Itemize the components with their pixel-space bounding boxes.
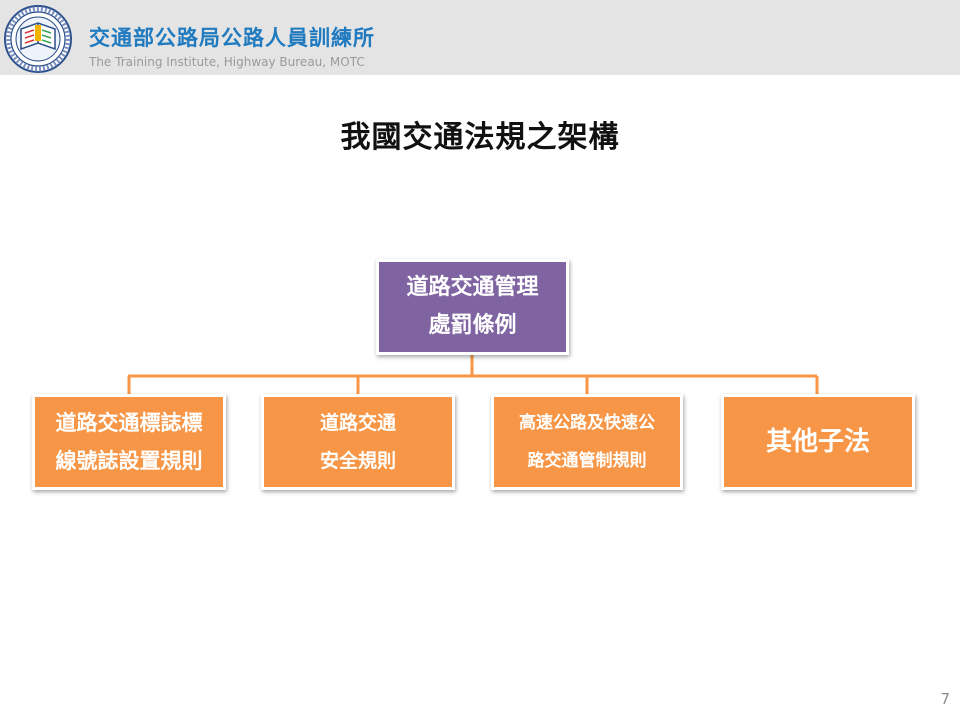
child-node-signs-markings: 道路交通標誌標 線號誌設置規則: [32, 394, 226, 490]
child-node-3-line-2: 路交通管制規則: [527, 451, 647, 471]
child-node-2-line-1: 道路交通: [319, 412, 396, 434]
root-node-line-2: 處罰條例: [428, 313, 517, 338]
child-node-safety-rules: 道路交通 安全規則: [261, 394, 455, 490]
child-node-other-regulations: 其他子法: [721, 394, 915, 490]
org-subtitle: The Training Institute, Highway Bureau, …: [89, 55, 365, 69]
child-node-4-line-1: 其他子法: [765, 427, 870, 457]
slide-title: 我國交通法規之架構: [340, 120, 620, 155]
child-node-1-line-1: 道路交通標誌標: [55, 411, 203, 435]
root-node-line-1: 道路交通管理: [406, 275, 539, 300]
child-node-1-line-2: 線號誌設置規則: [55, 449, 203, 473]
org-name: 交通部公路局公路人員訓練所: [89, 26, 375, 50]
child-node-2-line-2: 安全規則: [319, 450, 396, 472]
child-node-freeway-control: 高速公路及快速公 路交通管制規則: [491, 394, 683, 490]
institute-logo-icon: [4, 5, 72, 73]
page-number: 7: [940, 690, 950, 708]
child-node-3-line-1: 高速公路及快速公: [519, 413, 655, 433]
root-node: 道路交通管理 處罰條例: [376, 259, 569, 355]
slide-header: 交通部公路局公路人員訓練所 The Training Institute, Hi…: [0, 0, 960, 75]
